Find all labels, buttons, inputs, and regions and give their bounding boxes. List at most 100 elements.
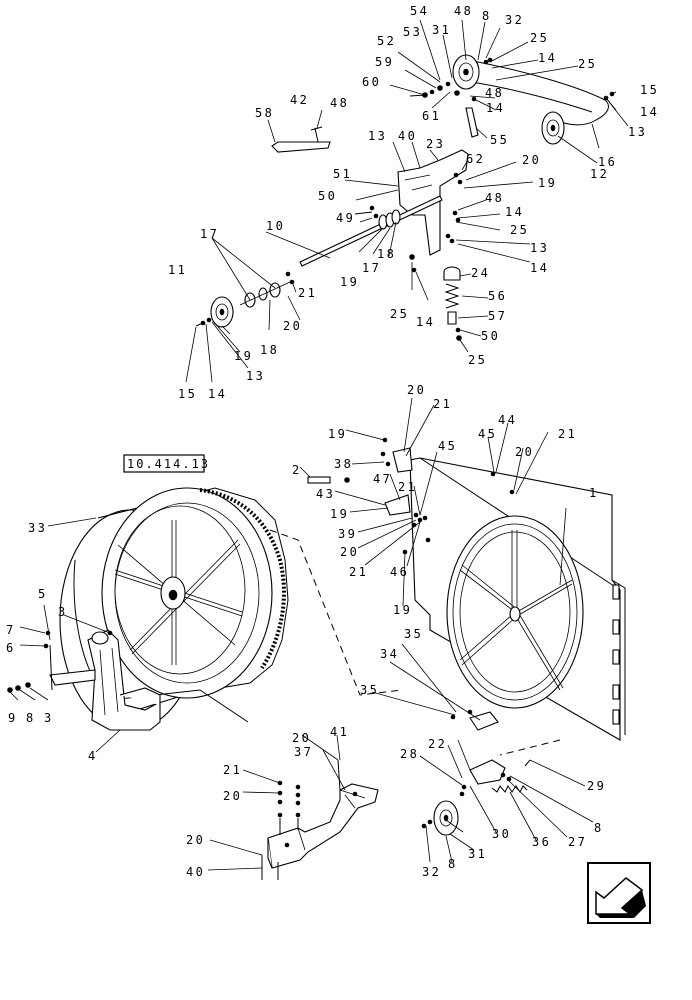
shroud-panel <box>307 437 626 741</box>
callout: 27 <box>568 835 587 849</box>
callout: 17 <box>362 261 381 275</box>
callout: 9 <box>8 711 18 725</box>
callout: 25 <box>578 57 597 71</box>
callout: 47 <box>373 472 392 486</box>
callout: 16 <box>598 155 617 169</box>
callout: 49 <box>336 211 355 225</box>
callout: 7 <box>6 623 16 637</box>
callout: 20 <box>515 445 534 459</box>
callout: 13 <box>530 241 549 255</box>
callout: 25 <box>530 31 549 45</box>
callout: 53 <box>403 25 422 39</box>
callout: 57 <box>488 309 507 323</box>
callout: 32 <box>422 865 441 879</box>
callout: 19 <box>393 603 412 617</box>
callout: 35 <box>360 683 379 697</box>
callout: 13 <box>628 125 647 139</box>
callout: 29 <box>587 779 606 793</box>
callout: 5 <box>38 587 48 601</box>
callout: 20 <box>522 153 541 167</box>
callout: 8 <box>482 9 492 23</box>
upper-pulley <box>452 54 480 90</box>
callout: 55 <box>490 133 509 147</box>
callout: 19 <box>538 176 557 190</box>
callout: 40 <box>398 129 417 143</box>
callout: 19 <box>330 507 349 521</box>
callout: 24 <box>471 266 490 280</box>
leader-lines-lower <box>9 397 594 871</box>
shroud-hardware <box>307 437 515 720</box>
callout: 20 <box>292 731 311 745</box>
callout: 15 <box>178 387 197 401</box>
callout: 14 <box>538 51 557 65</box>
callout: 14 <box>505 205 524 219</box>
callout: 20 <box>283 319 302 333</box>
callout: 21 <box>433 397 452 411</box>
belt <box>467 59 609 126</box>
callout: 58 <box>255 106 274 120</box>
callout: 50 <box>481 329 500 343</box>
alignment-dashes <box>269 529 561 756</box>
callout: 20 <box>340 545 359 559</box>
stand <box>7 629 161 731</box>
callout: 6 <box>6 641 16 655</box>
callout: 8 <box>26 711 36 725</box>
pulley-12 <box>541 111 565 145</box>
callout: 2 <box>292 463 302 477</box>
callout: 59 <box>375 55 394 69</box>
callout: 25 <box>510 223 529 237</box>
callout: 38 <box>334 457 353 471</box>
callout: 39 <box>338 527 357 541</box>
callout: 21 <box>298 286 317 300</box>
callout: 8 <box>448 857 458 871</box>
spring-36 <box>491 785 528 793</box>
callout: 25 <box>468 353 487 367</box>
callout: 14 <box>530 261 549 275</box>
callout: 21 <box>398 480 417 494</box>
callout: 14 <box>640 105 659 119</box>
callout: 50 <box>318 189 337 203</box>
support-bracket <box>261 759 379 880</box>
leader-lines-upper <box>185 19 629 383</box>
callout: 20 <box>223 789 242 803</box>
callout: 48 <box>454 4 473 18</box>
callout: 37 <box>294 745 313 759</box>
bracket-58 <box>271 141 331 153</box>
callout: 13 <box>368 129 387 143</box>
callout: 46 <box>390 565 409 579</box>
callout: 52 <box>377 34 396 48</box>
callout: 19 <box>234 349 253 363</box>
callout: 14 <box>416 315 435 329</box>
callout: 34 <box>380 647 399 661</box>
callout: 20 <box>186 833 205 847</box>
callout: 19 <box>340 275 359 289</box>
callout: 12 <box>590 167 609 181</box>
callout: 62 <box>466 152 485 166</box>
callout: 60 <box>362 75 381 89</box>
callout: 32 <box>505 13 524 27</box>
arrow-lower-left-icon[interactable] <box>587 862 651 924</box>
callout: 44 <box>498 413 517 427</box>
callout: 31 <box>468 847 487 861</box>
callout: 56 <box>488 289 507 303</box>
callout: 54 <box>410 4 429 18</box>
callout: 43 <box>316 487 335 501</box>
callout: 31 <box>432 23 451 37</box>
callout: 45 <box>478 427 497 441</box>
idler-pulley <box>433 800 459 836</box>
callout: 35 <box>404 627 423 641</box>
spring-56 <box>444 283 460 309</box>
callout: 3 <box>44 711 54 725</box>
callout: 23 <box>426 137 445 151</box>
callout: 15 <box>640 83 659 97</box>
callout: 40 <box>186 865 205 879</box>
callout: 21 <box>558 427 577 441</box>
reference-box[interactable]: 10.414.13 <box>123 454 210 473</box>
callout: 4 <box>88 749 98 763</box>
idler-assembly <box>421 759 531 836</box>
callout: 41 <box>330 725 349 739</box>
callout: 3 <box>58 605 68 619</box>
callout: 17 <box>200 227 219 241</box>
